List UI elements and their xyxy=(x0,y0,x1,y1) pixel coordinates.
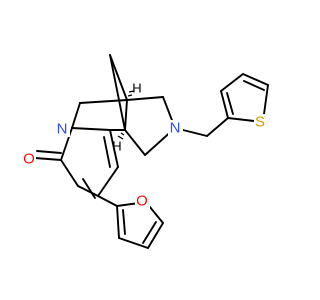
atom-bg xyxy=(168,120,183,136)
bond xyxy=(36,150,62,154)
bond xyxy=(34,157,62,161)
thiophene-sulfur-label: S xyxy=(255,114,265,131)
furan-oxygen-label: O xyxy=(136,193,148,210)
bond xyxy=(60,127,73,161)
atom-bg xyxy=(135,193,150,209)
bond xyxy=(242,73,269,86)
bond xyxy=(109,54,128,101)
bond xyxy=(243,80,265,91)
amine-nitrogen-label: N xyxy=(170,120,181,137)
bond xyxy=(124,129,146,156)
bond xyxy=(126,96,164,101)
bond xyxy=(142,221,157,244)
hash-bond xyxy=(127,90,135,97)
bond xyxy=(227,117,255,122)
bond xyxy=(263,84,269,115)
bond xyxy=(116,205,120,239)
bond xyxy=(109,54,126,131)
bond xyxy=(97,166,119,197)
bond xyxy=(220,73,244,92)
hash-bond xyxy=(117,132,125,140)
bond xyxy=(206,117,229,137)
bond xyxy=(124,99,128,131)
bond xyxy=(147,222,164,249)
stereo-h-mid-label: H xyxy=(112,139,121,154)
stereo-h-top-label: H xyxy=(132,81,141,96)
molecule-canvas: O N N S O H H xyxy=(22,54,269,249)
bond xyxy=(122,209,126,235)
bond xyxy=(109,129,119,168)
structure-diagram: O N N S O H H xyxy=(22,54,269,249)
bond xyxy=(103,136,111,168)
pyridone-nitrogen-label: N xyxy=(57,121,68,138)
atom-bg xyxy=(254,114,268,130)
carbonyl-oxygen-label: O xyxy=(23,151,35,168)
atom-bg xyxy=(22,151,36,167)
bond xyxy=(97,195,118,207)
bond xyxy=(71,127,111,131)
bond xyxy=(226,92,234,115)
bond xyxy=(220,90,229,119)
bond xyxy=(60,159,79,187)
atom-bg xyxy=(55,121,70,137)
bond xyxy=(77,185,99,197)
bond xyxy=(118,237,149,249)
bond xyxy=(71,102,81,129)
bond xyxy=(82,178,96,199)
